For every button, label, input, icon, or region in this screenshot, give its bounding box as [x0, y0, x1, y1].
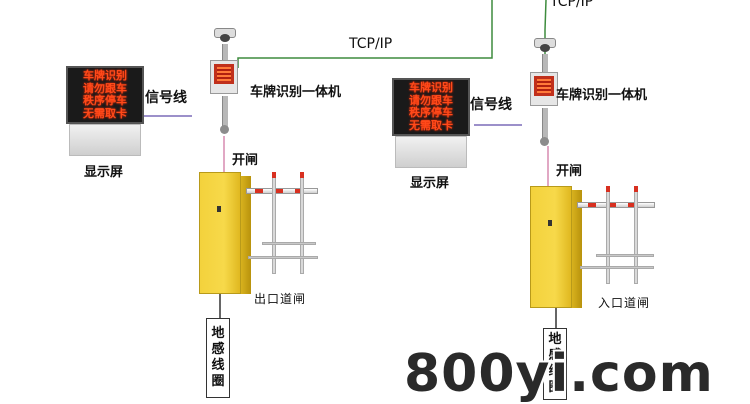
watermark: 800yi.com [404, 344, 714, 404]
fence-post [634, 186, 638, 284]
led-display-screen: 车牌识别 请勿跟车 秩序停车 无需取卡 [66, 66, 144, 156]
lpr-label: 车牌识别一体机 [250, 85, 342, 100]
loop-char: 线 [548, 364, 562, 379]
signal-line-label: 信号线 [470, 97, 512, 113]
network-label-right: TCP/IP [550, 0, 594, 10]
led-line: 车牌识别 [409, 81, 453, 94]
open-gate-label: 开闸 [232, 153, 259, 168]
network-line-left [237, 0, 493, 68]
camera-pole [542, 54, 548, 72]
led-line: 请勿跟车 [83, 81, 127, 95]
screen-caption: 显示屏 [410, 176, 450, 191]
gate-label: 出口道闸 [254, 292, 307, 306]
loop-char: 圈 [548, 380, 562, 395]
led-line: 无需取卡 [83, 106, 127, 120]
screen-caption: 显示屏 [84, 165, 124, 180]
barrier-cabinet [199, 172, 251, 294]
pole-base [540, 137, 549, 146]
lpr-pole [542, 108, 548, 140]
lpr-pole [222, 96, 228, 128]
lpr-camera-unit [530, 72, 558, 110]
led-line: 秩序停车 [83, 94, 127, 107]
camera-icon [534, 38, 556, 56]
led-line: 秩序停车 [409, 106, 453, 119]
ground-loop-box: 地 感 线 圈 [543, 328, 567, 400]
fence-post-tip [634, 186, 638, 192]
loop-char: 地 [548, 332, 562, 347]
network-label-left: TCP/IP [349, 36, 393, 52]
led-line: 请勿跟车 [409, 93, 453, 107]
led-line: 无需取卡 [409, 118, 453, 132]
fence-crossbar [596, 254, 654, 257]
led-line: 车牌识别 [83, 69, 127, 82]
barrier-arm [246, 188, 318, 194]
fence-post-tip [300, 172, 304, 178]
loop-char: 感 [211, 342, 225, 357]
fence-post-tip [272, 172, 276, 178]
fence-crossbar [262, 242, 316, 245]
loop-char: 感 [548, 348, 562, 363]
barrier-cabinet [530, 186, 582, 308]
fence-post [606, 186, 610, 284]
led-display-face: 车牌识别 请勿跟车 秩序停车 无需取卡 [66, 66, 144, 124]
loop-char: 线 [211, 358, 225, 373]
camera-pole [222, 44, 228, 62]
open-gate-label: 开闸 [556, 164, 583, 179]
display-stand [69, 124, 141, 156]
led-display-face: 车牌识别 请勿跟车 秩序停车 无需取卡 [392, 78, 470, 136]
signal-line-label: 信号线 [145, 90, 187, 106]
gate-label: 入口道闸 [598, 296, 651, 310]
ground-loop-box: 地 感 线 圈 [206, 318, 230, 398]
pole-base [220, 125, 229, 134]
lpr-camera-unit [210, 60, 238, 98]
display-stand [395, 136, 467, 168]
fence-post-tip [606, 186, 610, 192]
barrier-arm [577, 202, 655, 208]
led-display-screen: 车牌识别 请勿跟车 秩序停车 无需取卡 [392, 78, 470, 168]
lpr-label: 车牌识别一体机 [556, 88, 648, 103]
fence-crossbar [248, 256, 318, 259]
loop-char: 圈 [211, 374, 225, 389]
fence-crossbar [580, 266, 654, 269]
camera-icon [214, 28, 236, 46]
loop-char: 地 [211, 326, 225, 341]
